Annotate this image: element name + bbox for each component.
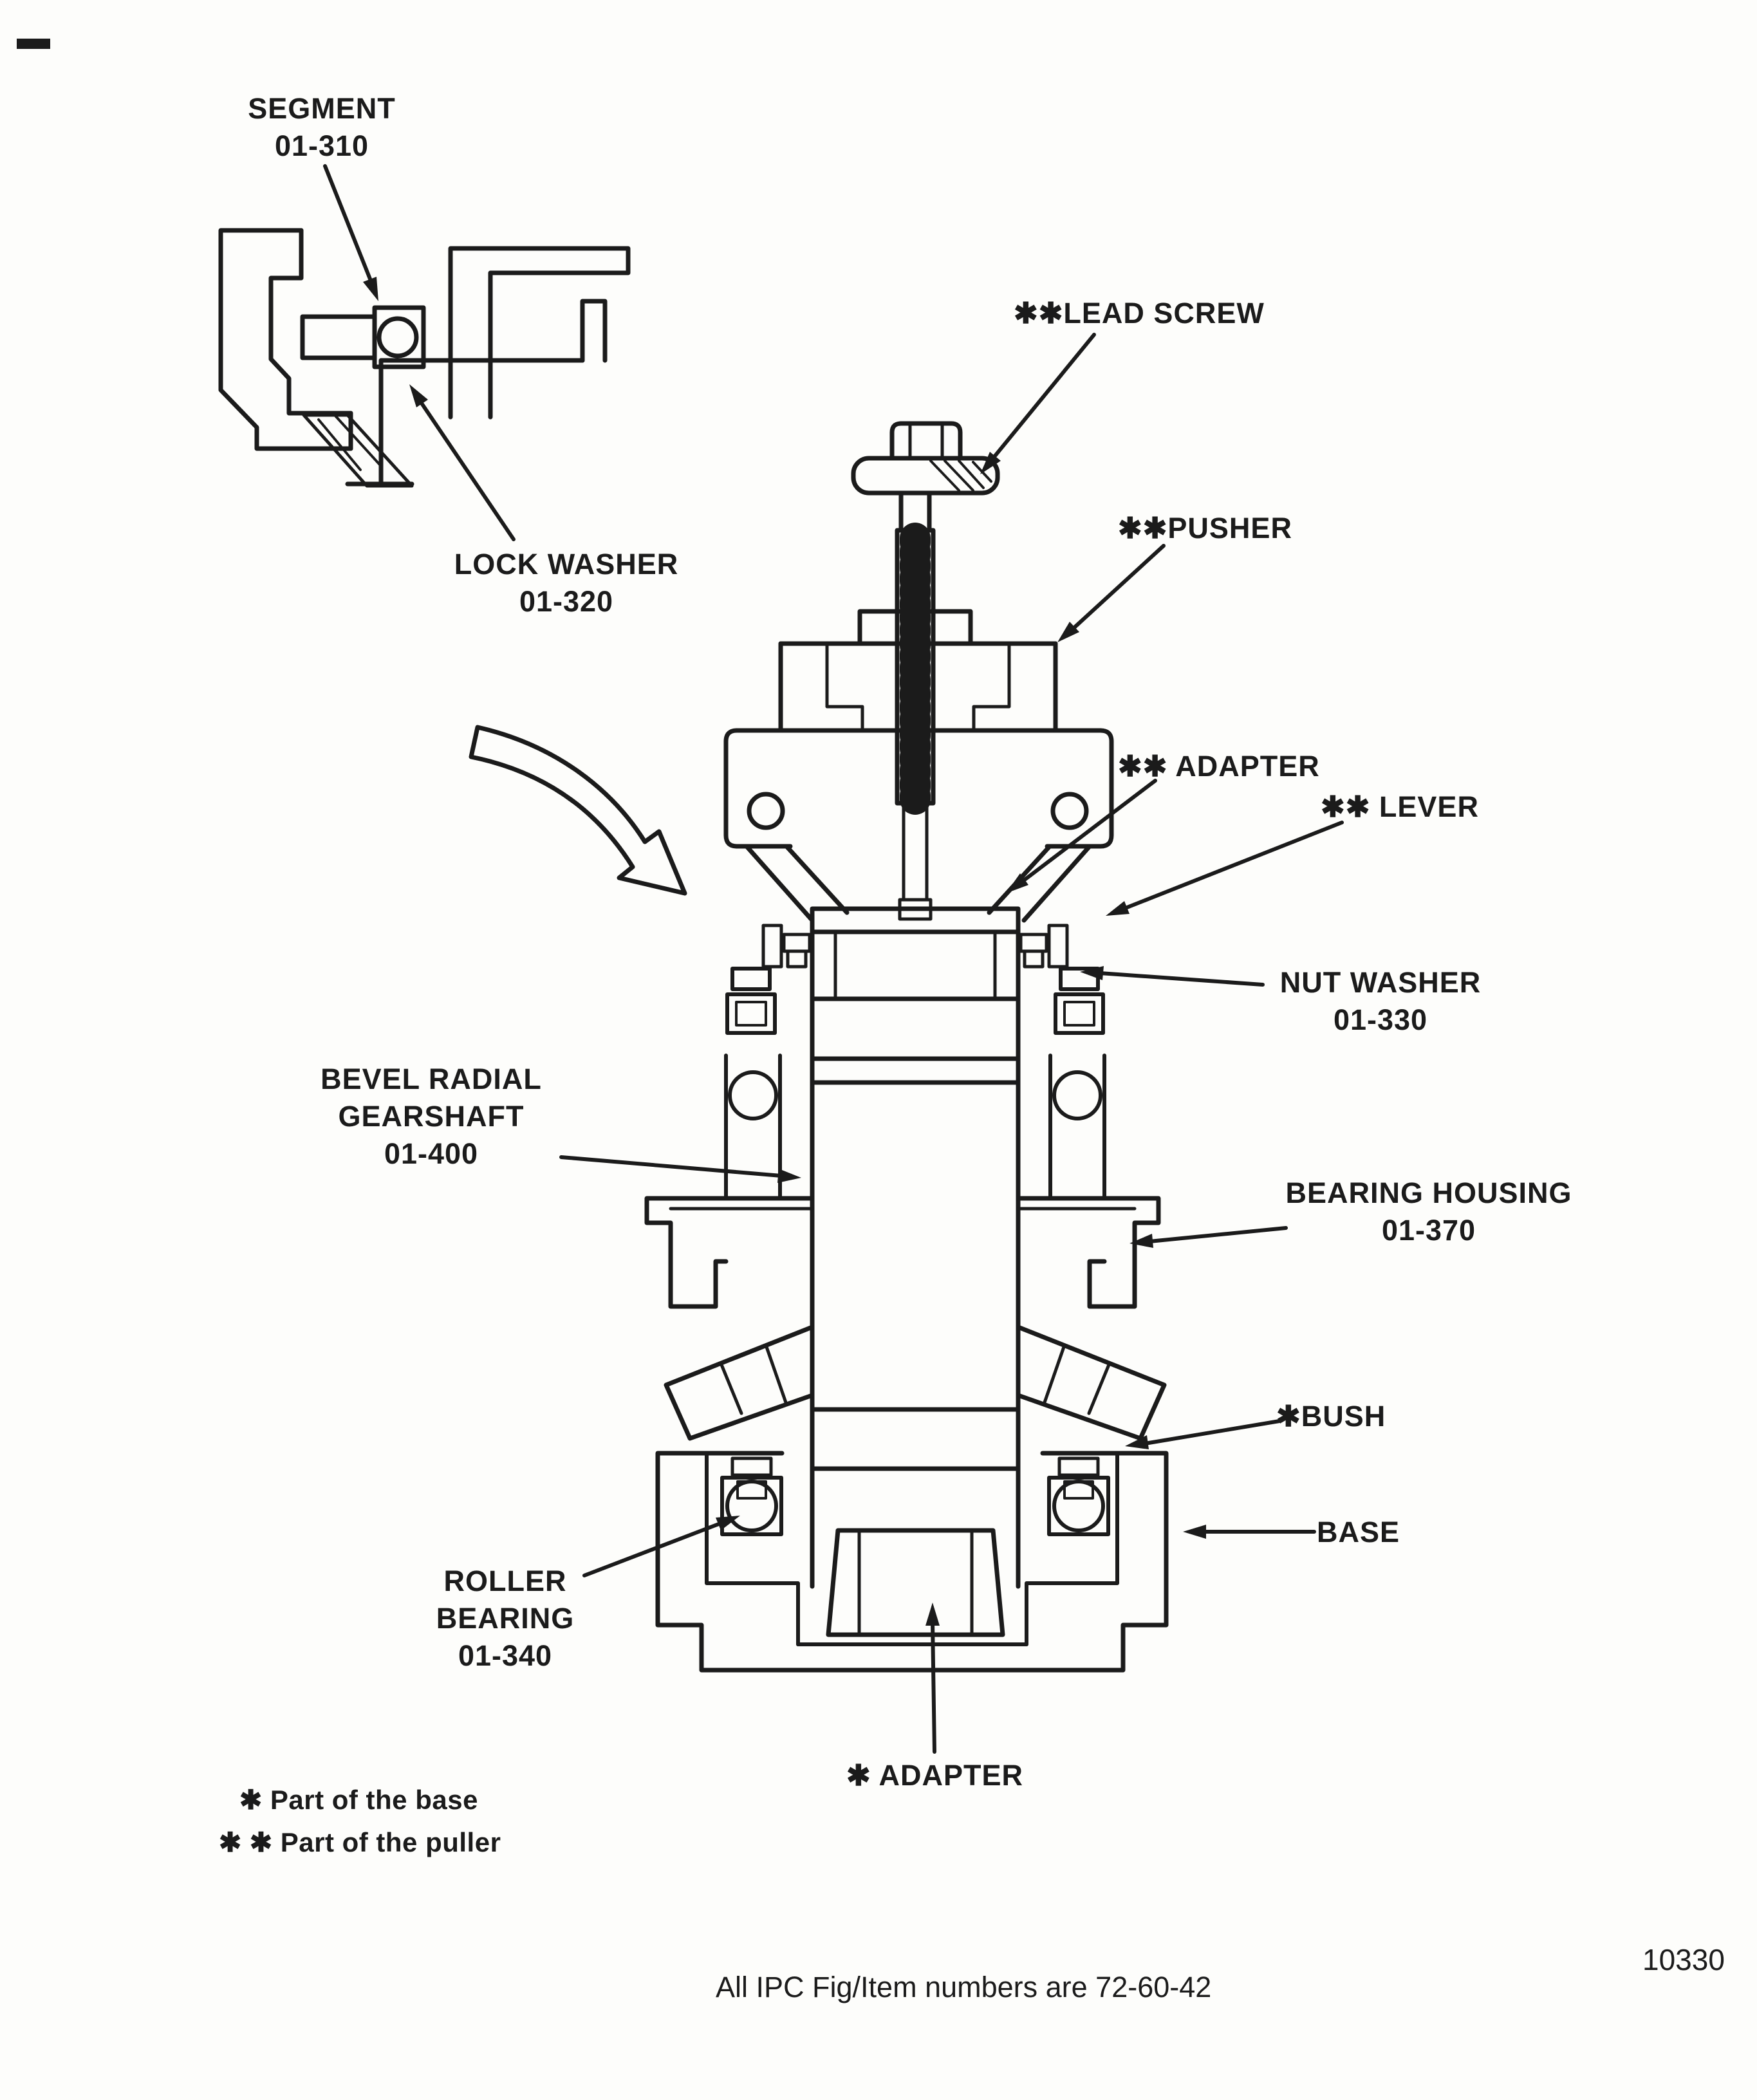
leader-adapter-lower xyxy=(925,1603,940,1754)
label-pusher: ✱✱PUSHER xyxy=(1118,512,1292,544)
lead-screw-drawing xyxy=(851,421,1000,902)
pusher-drawing xyxy=(723,609,1114,849)
leader-segment xyxy=(323,164,378,301)
detail-view-drawing xyxy=(218,228,631,488)
leader-lead-screw xyxy=(980,333,1096,474)
leader-nut-washer xyxy=(1080,966,1265,987)
bearing-housing-drawing xyxy=(644,1196,1161,1309)
figure-number: 10330 xyxy=(1642,1943,1725,1976)
label-bevel-radial-gearshaft: BEVEL RADIAL GEARSHAFT 01-400 xyxy=(283,1061,579,1173)
label-roller-bearing-number: 01-340 xyxy=(458,1639,553,1672)
label-bush: ✱BUSH xyxy=(1276,1400,1386,1433)
label-lock-washer-name: LOCK WASHER xyxy=(454,548,679,581)
leader-arrows xyxy=(323,164,1344,1754)
pusher-bolt-hole-left xyxy=(747,792,785,830)
leader-pusher xyxy=(1057,544,1166,642)
label-gearshaft-number: 01-400 xyxy=(384,1137,479,1170)
leader-adapter-upper xyxy=(1006,779,1157,893)
roller-bearing-drawing xyxy=(720,1476,1110,1536)
label-segment-name: SEGMENT xyxy=(248,92,396,125)
label-base: BASE xyxy=(1317,1516,1400,1548)
label-lever: ✱✱ LEVER xyxy=(1321,790,1479,823)
nut-washer-drawing xyxy=(761,924,1069,969)
label-nut-washer-name: NUT WASHER xyxy=(1279,966,1482,999)
gearshaft-drawing xyxy=(810,929,1021,1589)
label-bearing-housing: BEARING HOUSING 01-370 xyxy=(1255,1175,1603,1249)
label-nut-washer: NUT WASHER 01-330 xyxy=(1258,964,1503,1039)
leader-bush xyxy=(1125,1419,1281,1449)
label-bearing-housing-number: 01-370 xyxy=(1381,1214,1476,1247)
leader-roller-bearing xyxy=(582,1516,740,1577)
adapter-lower-drawing xyxy=(826,1528,1005,1637)
label-segment: SEGMENT 01-310 xyxy=(206,90,438,165)
pusher-bolt-hole-right xyxy=(1050,792,1089,830)
leader-lever xyxy=(1106,821,1344,916)
footnote-part-of-base: ✱ Part of the base xyxy=(239,1785,478,1815)
label-gearshaft-line2: GEARSHAFT xyxy=(338,1100,525,1133)
label-gearshaft-line1: BEVEL RADIAL xyxy=(321,1063,542,1095)
leader-bearing-housing xyxy=(1130,1226,1288,1248)
bevel-gear-drawing xyxy=(664,1324,1167,1441)
label-roller-bearing-line2: BEARING xyxy=(436,1602,575,1635)
label-lead-screw: ✱✱LEAD SCREW xyxy=(1014,297,1265,330)
label-bearing-housing-name: BEARING HOUSING xyxy=(1285,1176,1572,1209)
label-roller-bearing-line1: ROLLER xyxy=(443,1565,567,1597)
label-nut-washer-number: 01-330 xyxy=(1333,1003,1428,1036)
segment-ball xyxy=(376,316,419,358)
label-segment-number: 01-310 xyxy=(274,129,369,162)
leader-base xyxy=(1183,1525,1316,1539)
bush-right xyxy=(1057,1456,1100,1477)
rotation-arrow xyxy=(469,725,687,896)
leader-lock-washer xyxy=(409,384,516,541)
label-lock-washer: LOCK WASHER 01-320 xyxy=(418,546,714,620)
label-lock-washer-number: 01-320 xyxy=(519,585,614,618)
footnote-part-of-puller: ✱ ✱ Part of the puller xyxy=(219,1827,501,1857)
label-adapter-lower: ✱ ADAPTER xyxy=(846,1759,1024,1792)
base-drawing xyxy=(655,1451,1169,1673)
bush-left xyxy=(730,1456,773,1477)
label-roller-bearing: ROLLER BEARING 01-340 xyxy=(405,1563,605,1675)
adapter-upper-drawing xyxy=(810,898,1021,934)
label-adapter-upper: ✱✱ ADAPTER xyxy=(1118,750,1320,783)
leader-gearshaft xyxy=(559,1155,801,1183)
page-caption: All IPC Fig/Item numbers are 72-60-42 xyxy=(716,1971,1212,2003)
page-edge-mark xyxy=(17,39,50,49)
